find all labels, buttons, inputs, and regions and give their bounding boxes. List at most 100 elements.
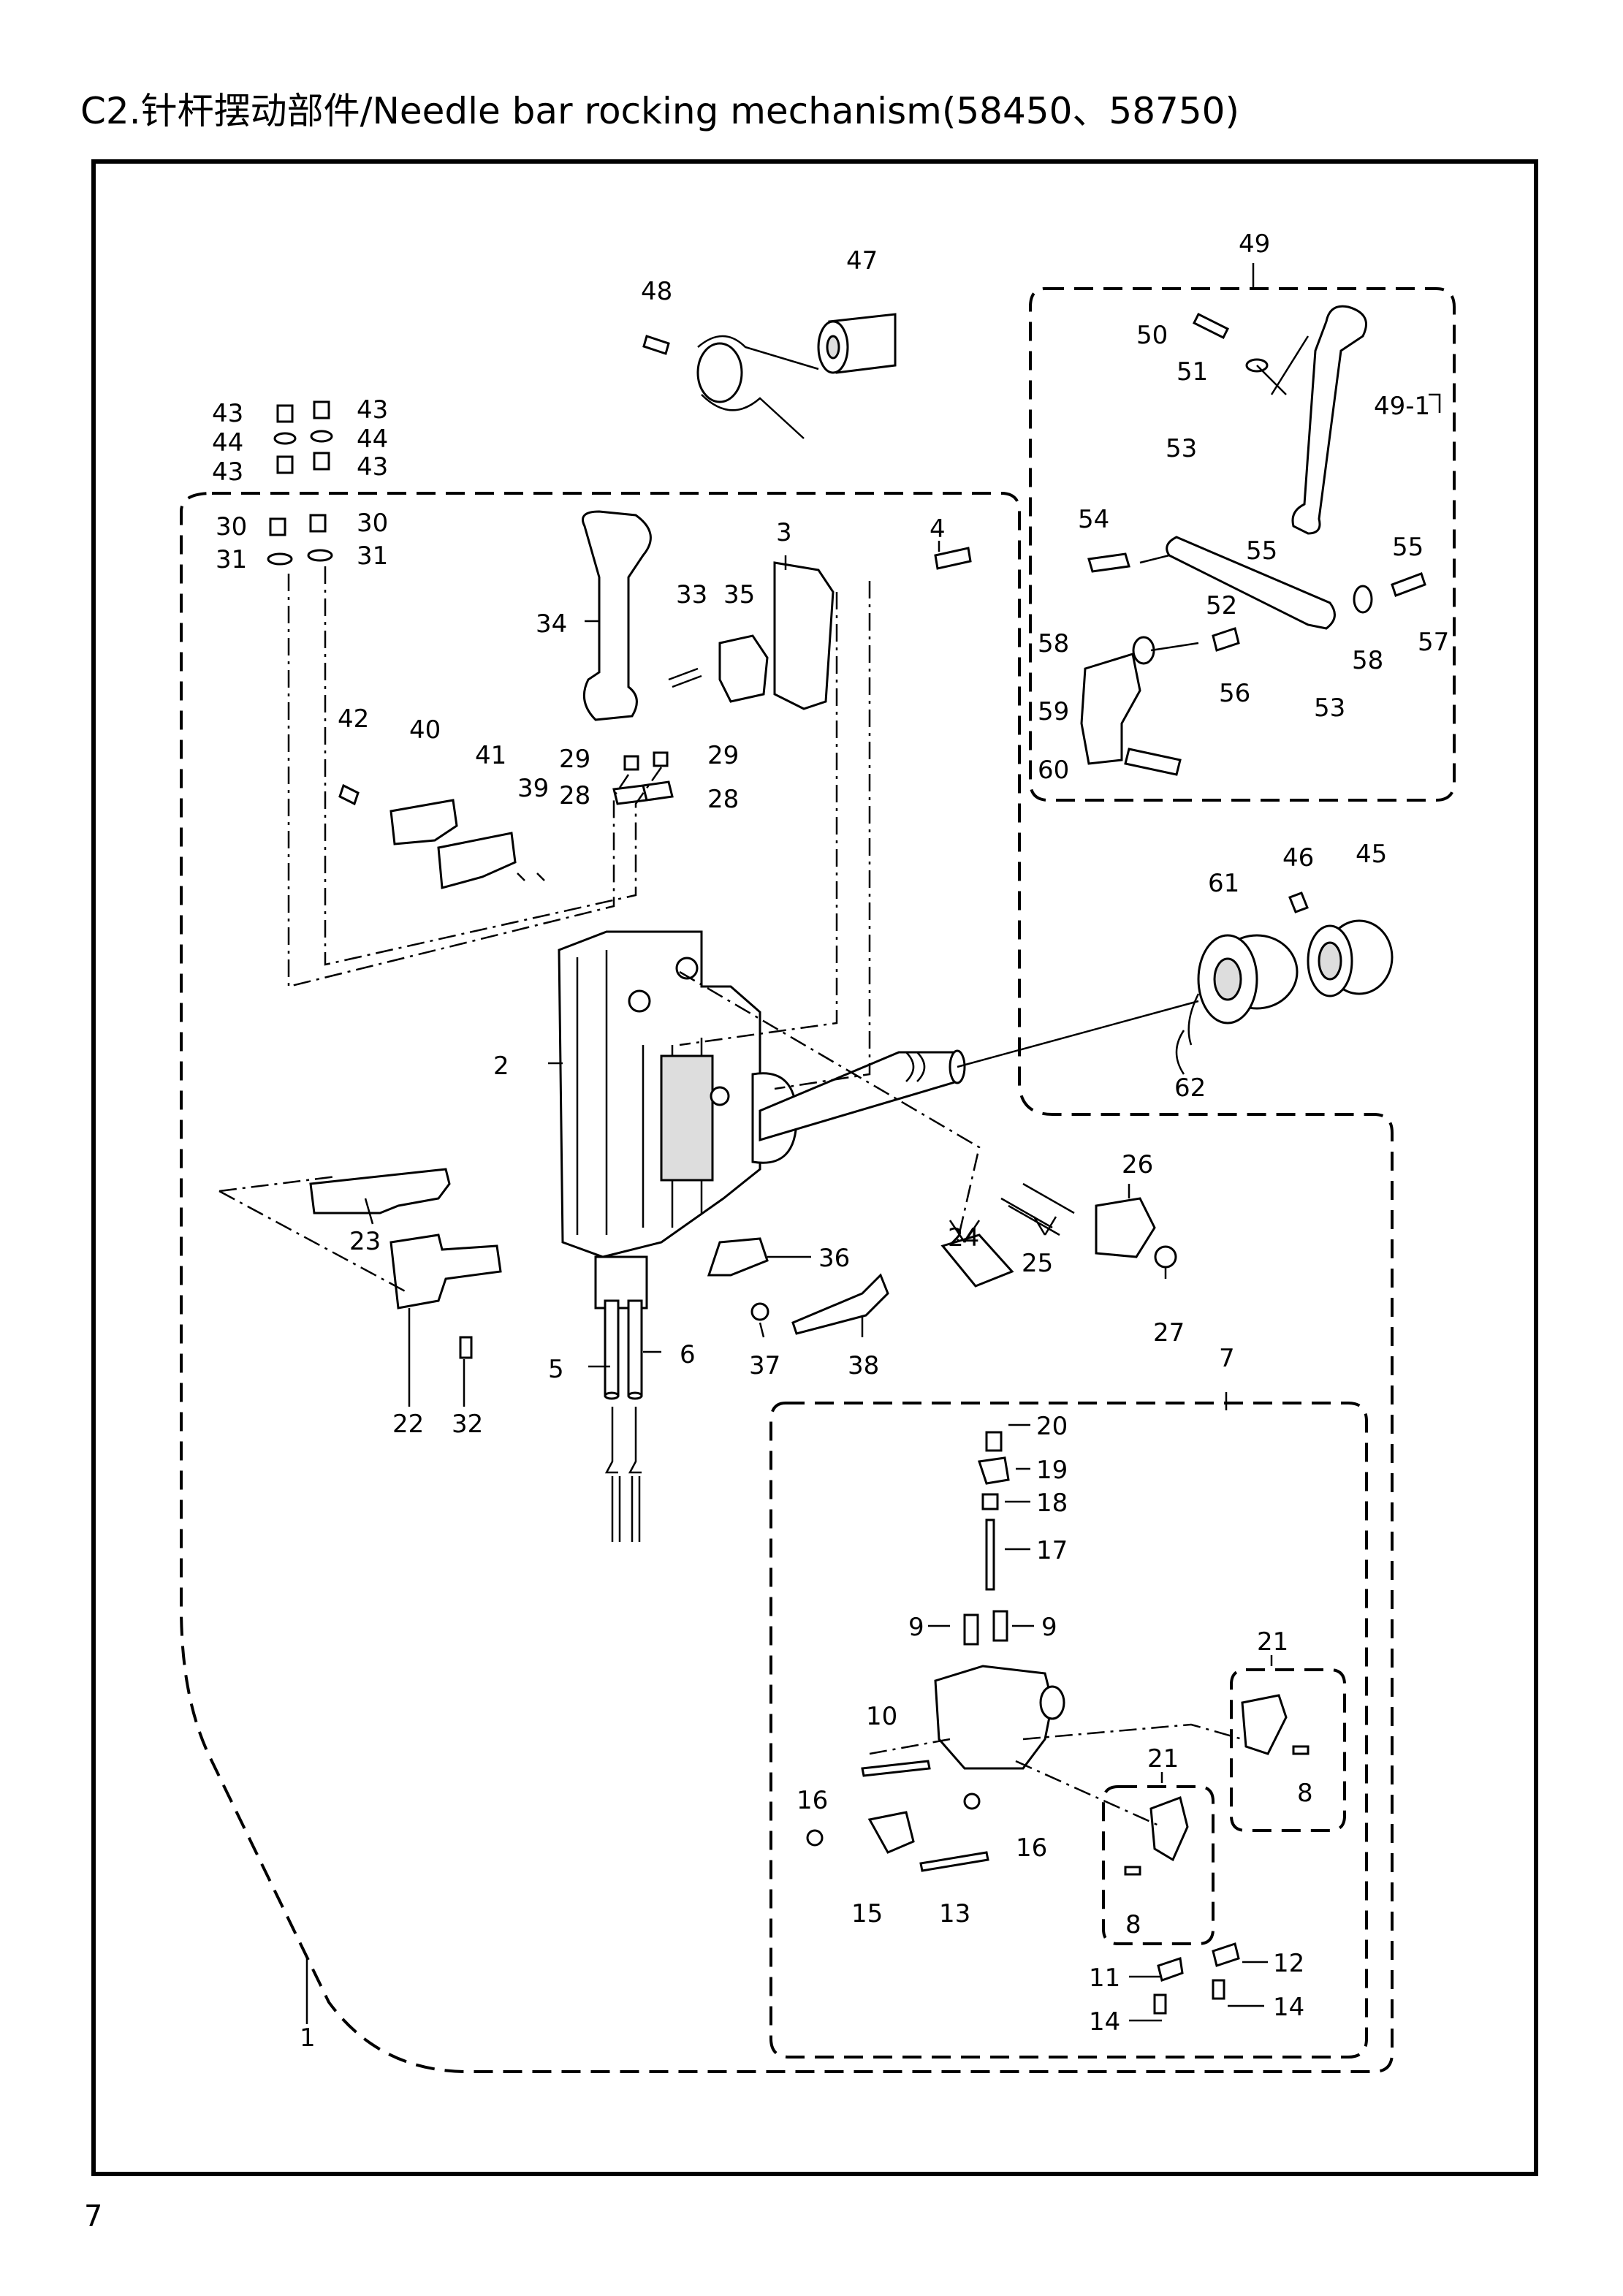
screw-20-part <box>985 1431 1003 1452</box>
assembly-line-a <box>287 574 630 988</box>
label-50: 50 <box>1136 321 1168 350</box>
label-58a: 58 <box>1038 629 1069 658</box>
label-61: 61 <box>1208 869 1239 898</box>
screw-37-part <box>750 1302 769 1321</box>
springs-9-part <box>963 1610 1008 1646</box>
label-2: 2 <box>493 1052 509 1081</box>
housing-7-part <box>934 1665 1054 1770</box>
spring-14b-part <box>1212 1979 1225 2000</box>
label-37: 37 <box>749 1351 780 1380</box>
link-52-part <box>1166 536 1336 630</box>
label-43b: 43 <box>357 395 388 425</box>
pins-39-part <box>517 873 545 881</box>
housing-7-hub <box>1039 1685 1065 1720</box>
setscrew-46-part <box>1288 892 1309 913</box>
label-8b: 8 <box>1125 1910 1141 1939</box>
label-41: 41 <box>475 741 506 770</box>
plate-41-part <box>437 832 517 889</box>
washer-58a-part <box>1132 636 1155 665</box>
label-43a: 43 <box>212 399 243 428</box>
label-43c: 43 <box>212 457 243 487</box>
screw-48-part <box>642 335 670 355</box>
assembly-line-e <box>679 970 981 1243</box>
pin-10-part <box>861 1760 931 1777</box>
label-22: 22 <box>392 1410 424 1439</box>
screw-27-part <box>1154 1245 1177 1269</box>
label-43d: 43 <box>357 452 388 482</box>
crank-34-part <box>582 510 652 721</box>
label-10: 10 <box>866 1702 897 1731</box>
group-21b-outline <box>1102 1785 1215 1945</box>
label-62: 62 <box>1174 1073 1206 1103</box>
group-49-leaders <box>1139 335 1310 652</box>
assembly-line-h <box>1015 1760 1163 1828</box>
lever-21b-part <box>1149 1796 1189 1862</box>
label-1: 1 <box>300 2023 316 2053</box>
label-26: 26 <box>1122 1150 1153 1179</box>
label-36: 36 <box>818 1244 850 1273</box>
spring-33-part <box>668 667 702 688</box>
label-49: 49 <box>1239 229 1270 259</box>
label-14a: 14 <box>1089 2007 1120 2037</box>
label-16b: 16 <box>1016 1833 1047 1863</box>
screw-42-part <box>338 783 360 806</box>
label-18: 18 <box>1036 1489 1068 1518</box>
label-56: 56 <box>1219 679 1250 708</box>
label-24: 24 <box>948 1223 979 1252</box>
label-53b: 53 <box>1314 693 1345 723</box>
label-40: 40 <box>409 715 441 745</box>
label-16a: 16 <box>797 1786 828 1815</box>
label-33: 33 <box>676 580 707 609</box>
label-29a: 29 <box>559 745 590 774</box>
label-11: 11 <box>1089 1964 1120 1993</box>
screw-32-part <box>459 1336 473 1359</box>
clip-11-part <box>1157 1957 1184 1982</box>
assembly-line-d <box>774 581 871 1090</box>
label-21b: 21 <box>1147 1744 1179 1774</box>
label-38: 38 <box>848 1351 879 1380</box>
label-28a: 28 <box>559 781 590 810</box>
label-23: 23 <box>349 1227 381 1256</box>
label-12: 12 <box>1273 1949 1304 1978</box>
label-55b: 55 <box>1392 533 1424 562</box>
group-49-outline <box>1029 287 1456 802</box>
setscrews-43-44-parts <box>273 400 333 474</box>
plate-26-part <box>1095 1197 1156 1258</box>
label-42: 42 <box>338 704 369 734</box>
bar-23-part <box>309 1168 451 1214</box>
pin-54-part <box>1087 552 1130 573</box>
label-9b: 9 <box>1041 1613 1057 1642</box>
screw-16b-part <box>963 1793 981 1810</box>
pin-8a-part <box>1292 1745 1310 1755</box>
label-35: 35 <box>723 580 755 609</box>
bracket-15-part <box>867 1811 915 1854</box>
label-28b: 28 <box>707 785 739 814</box>
bracket-59-part <box>1080 653 1141 765</box>
connecting-rod-49-1-part <box>1291 305 1367 535</box>
label-30b: 30 <box>357 509 388 538</box>
assembly-line-f <box>218 1175 410 1295</box>
screw-16a-part <box>806 1829 824 1847</box>
assembly-line-g <box>869 1723 1243 1755</box>
label-45: 45 <box>1356 840 1387 869</box>
pin-17-part <box>985 1518 995 1591</box>
plate-22-part <box>389 1233 502 1309</box>
label-25: 25 <box>1022 1249 1053 1278</box>
line-shaft-to-bushing <box>957 1000 1199 1068</box>
label-8a: 8 <box>1297 1779 1313 1808</box>
label-6: 6 <box>680 1340 696 1369</box>
collar-45-part <box>1307 919 1394 997</box>
label-4: 4 <box>930 514 946 544</box>
label-15: 15 <box>851 1899 883 1928</box>
screws-29-part <box>623 751 669 771</box>
label-47: 47 <box>846 246 878 275</box>
label-27: 27 <box>1153 1318 1185 1347</box>
label-5: 5 <box>548 1355 564 1384</box>
label-49-1: 49-1 <box>1374 392 1430 421</box>
clip-12-part <box>1212 1942 1240 1967</box>
label-46: 46 <box>1282 843 1314 873</box>
label-20: 20 <box>1036 1412 1068 1441</box>
label-7: 7 <box>1219 1344 1235 1373</box>
label-60: 60 <box>1038 756 1069 785</box>
plate-38-part <box>791 1273 889 1335</box>
